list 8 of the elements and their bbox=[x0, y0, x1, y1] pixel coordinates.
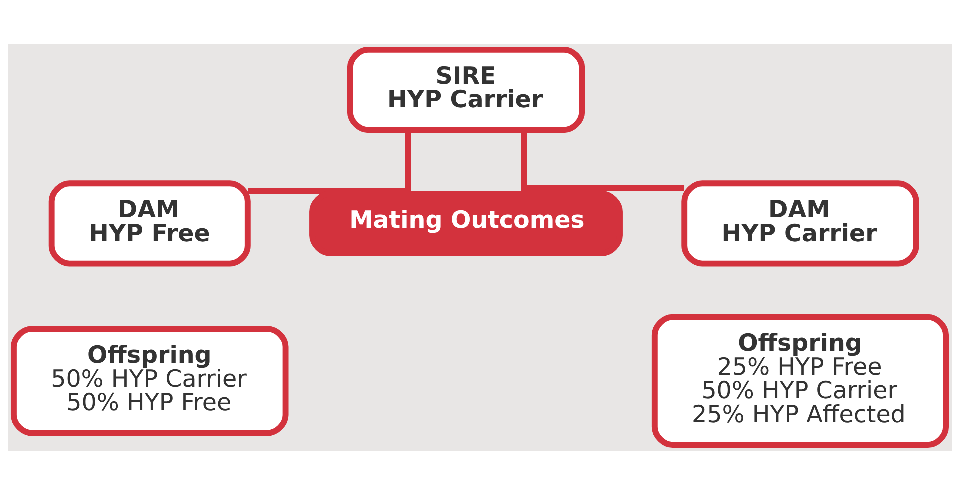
connector bbox=[521, 130, 684, 191]
node-box: DAM HYP Free bbox=[48, 180, 251, 266]
node-box: Offspring 50% HYP Carrier 50% HYP Free bbox=[10, 326, 289, 436]
node-box: Mating Outcomes bbox=[310, 190, 623, 256]
connector bbox=[248, 130, 412, 194]
node-box: SIRE HYP Carrier bbox=[347, 46, 586, 133]
node-box: Offspring 25% HYP Free 50% HYP Carrier 25% HYP Affected bbox=[652, 314, 950, 448]
node-box: DAM HYP Carrier bbox=[682, 180, 920, 266]
